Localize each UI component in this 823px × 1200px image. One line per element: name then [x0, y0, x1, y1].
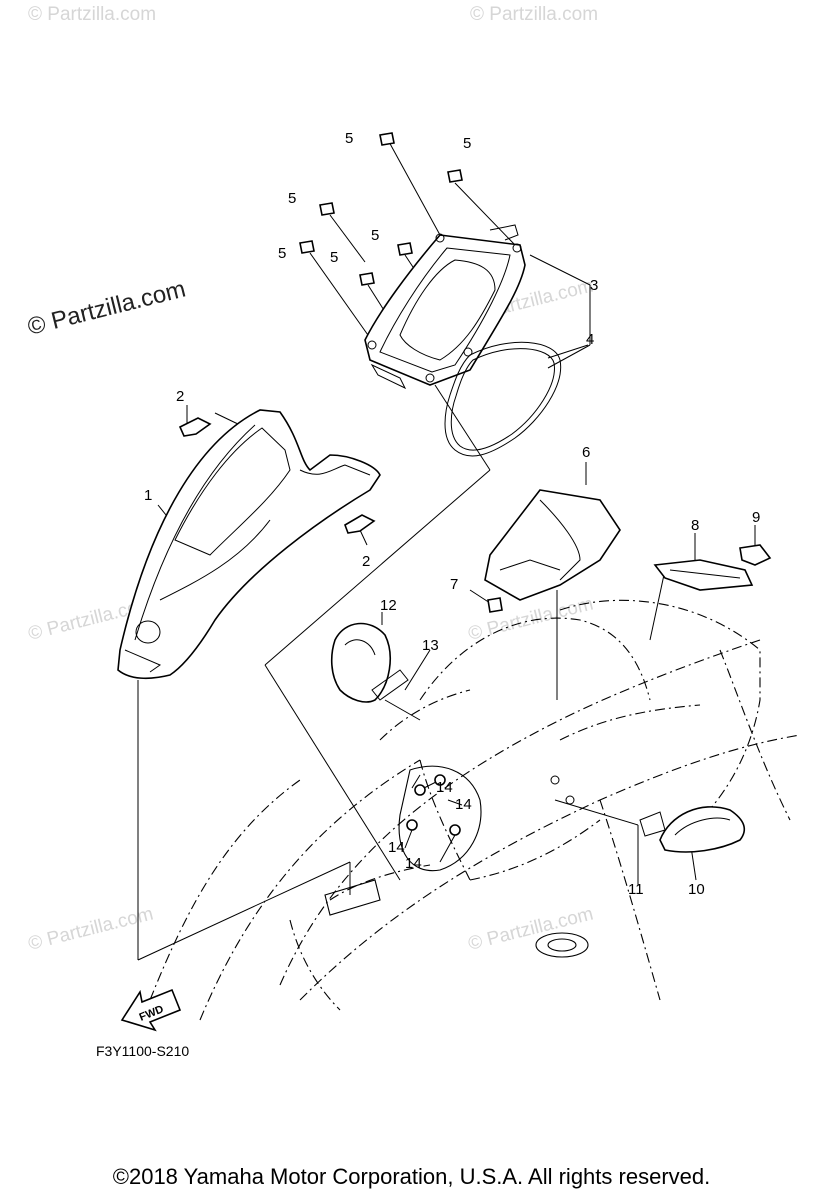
watermark-top-left: © Partzilla.com — [28, 4, 156, 25]
watermark-main: © Partzilla.com — [25, 276, 188, 341]
callout-4: 4 — [586, 331, 594, 348]
part-13-gasket — [371, 669, 409, 701]
callout-9: 9 — [752, 509, 760, 526]
callout-14d: 14 — [405, 855, 422, 872]
callout-5d: 5 — [371, 227, 379, 244]
callout-2a: 2 — [176, 388, 184, 405]
callout-5b: 5 — [463, 135, 471, 152]
part-12-vent-cover — [330, 622, 391, 703]
part-10-vent-cover — [659, 806, 746, 853]
callout-14b: 14 — [455, 796, 472, 813]
watermark-low-right: © Partzilla.com — [466, 904, 595, 955]
callouts: 5 5 5 5 5 5 3 4 2 1 2 6 8 9 7 12 13 14 1… — [144, 130, 760, 898]
callout-3: 3 — [590, 277, 598, 294]
part-11-gasket — [639, 811, 666, 837]
callout-6: 6 — [582, 444, 590, 461]
hull-outline — [149, 599, 801, 1021]
part-7-fastener — [487, 597, 503, 613]
callout-14c: 14 — [388, 839, 405, 856]
part-4-seal — [444, 341, 562, 457]
part-5-bolts — [299, 132, 463, 286]
part-9-clip — [739, 544, 772, 566]
callout-5f: 5 — [330, 249, 338, 266]
part-14-nuts — [406, 774, 575, 836]
part-6-cover — [484, 489, 621, 601]
part-3-storage-tray — [364, 224, 526, 390]
callout-10: 10 — [688, 881, 705, 898]
copyright-notice: ©2018 Yamaha Motor Corporation, U.S.A. A… — [112, 1164, 711, 1189]
callout-5a: 5 — [345, 130, 353, 147]
callout-14a: 14 — [436, 779, 453, 796]
callout-5c: 5 — [288, 190, 296, 207]
diagram-code: F3Y1100-S210 — [96, 1043, 190, 1059]
callout-12: 12 — [380, 597, 397, 614]
part-1-front-cover — [117, 409, 381, 680]
callout-13: 13 — [422, 637, 439, 654]
callout-1: 1 — [144, 487, 152, 504]
callout-8: 8 — [691, 517, 699, 534]
watermark-top-right: © Partzilla.com — [470, 4, 598, 25]
callout-11: 11 — [628, 881, 644, 898]
part-2-clips — [178, 417, 376, 534]
fwd-arrow-icon: FWD — [120, 988, 182, 1032]
watermark-low-left: © Partzilla.com — [26, 904, 155, 955]
callout-5e: 5 — [278, 245, 286, 262]
part-8-panel — [653, 559, 754, 591]
callout-2b: 2 — [362, 553, 370, 570]
callout-7: 7 — [450, 576, 458, 593]
